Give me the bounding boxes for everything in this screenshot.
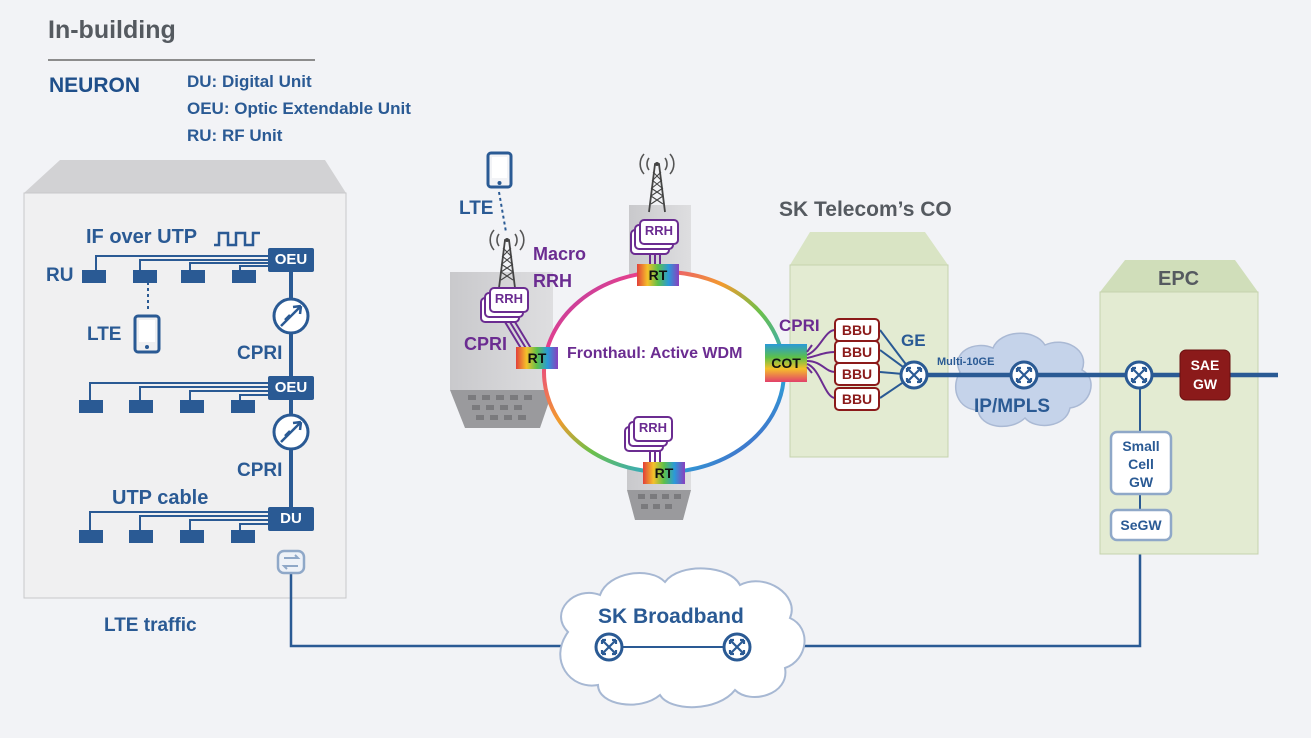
legend-du: DU: Digital Unit [187, 72, 312, 91]
bbu-label-1: BBU [841, 322, 873, 338]
sae-gw-box [1179, 349, 1231, 401]
multi-10ge-label: Multi-10GE [937, 356, 995, 368]
oeu-label-1: OEU [274, 251, 308, 268]
utp-cable-label: UTP cable [112, 487, 209, 509]
cpri-links-co [806, 329, 836, 399]
lte-label-macro: LTE [459, 198, 494, 219]
sk-broadband-cloud [559, 567, 806, 709]
cpri-icon-2 [272, 413, 310, 451]
cpri-label-2: CPRI [237, 460, 283, 481]
legend-oeu: OEU: Optic Extendable Unit [187, 99, 411, 118]
co-title: SK Telecom’s CO [779, 198, 952, 221]
mpls-switch-icon [1009, 360, 1039, 390]
du-box [268, 507, 314, 531]
cpri-label-co: CPRI [779, 316, 820, 335]
legend-ru: RU: RF Unit [187, 126, 283, 145]
rt-box-bottom [643, 462, 685, 484]
macro-rrh-label: RRH [533, 271, 572, 291]
rt-box-macro [516, 347, 558, 369]
ru-label: RU [46, 265, 74, 286]
sae-label: SAE [1190, 357, 1220, 373]
page-title: In-building [48, 16, 176, 44]
rrh-label-bottom: RRH [638, 420, 668, 435]
broadband-switch-right-icon [722, 632, 752, 662]
cpri-label-macro: CPRI [464, 334, 508, 354]
cpri-label-1: CPRI [237, 343, 283, 364]
ge-label: GE [901, 331, 926, 350]
macro-label: Macro [533, 244, 587, 264]
oeu-box-2 [268, 376, 314, 400]
if-over-utp-label: IF over UTP [86, 226, 198, 248]
phone-icon-macro [486, 151, 513, 233]
bbu-label-4: BBU [841, 391, 873, 407]
rrh-stack-bottom [624, 416, 673, 452]
small-cell-gw-box [1109, 430, 1173, 496]
sae-gw-label: GW [1192, 376, 1218, 392]
cot-label: COT [771, 355, 801, 371]
cpri-icon-1 [272, 297, 310, 335]
rrh-label-top: RRH [644, 223, 674, 238]
cell-label: Cell [1128, 456, 1154, 472]
rt-label-top: RT [648, 267, 668, 283]
cpri-links-sites [504, 254, 661, 462]
small-cell-gw-label: GW [1128, 474, 1154, 490]
epc-switch-icon [1124, 360, 1154, 390]
rrh-label-macro: RRH [494, 291, 524, 306]
oeu-box-1 [268, 248, 314, 272]
bbu-stack [834, 318, 880, 411]
top-tower-icon [639, 153, 675, 213]
square-wave-icon [214, 231, 260, 247]
du-label: DU [280, 510, 302, 527]
rrh-stack-macro [480, 287, 529, 323]
ru-units [79, 270, 256, 543]
small-label: Small [1122, 438, 1160, 454]
rrh-stack-top [630, 219, 679, 255]
rt-label-macro: RT [527, 350, 547, 366]
co-switch-icon [899, 360, 929, 390]
rt-box-top [637, 264, 679, 286]
lte-label-inbuilding: LTE [87, 324, 122, 345]
phone-icon-inbuilding [133, 314, 161, 354]
exchange-icon [276, 549, 306, 575]
ip-mpls-label: IP/MPLS [974, 396, 1051, 417]
cot-box [765, 344, 807, 382]
epc-title: EPC [1158, 268, 1200, 290]
rt-label-bottom: RT [654, 465, 674, 481]
bbu-label-2: BBU [841, 344, 873, 360]
bbu-label-3: BBU [841, 366, 873, 382]
lte-traffic-label: LTE traffic [104, 615, 197, 636]
segw-box [1109, 508, 1173, 542]
segw-label: SeGW [1120, 517, 1162, 533]
broadband-switch-left-icon [594, 632, 624, 662]
brand-label: NEURON [49, 74, 141, 97]
oeu-label-2: OEU [274, 379, 308, 396]
sk-broadband-label: SK Broadband [598, 605, 744, 628]
fronthaul-ring-label: Fronthaul: Active WDM [567, 345, 743, 362]
